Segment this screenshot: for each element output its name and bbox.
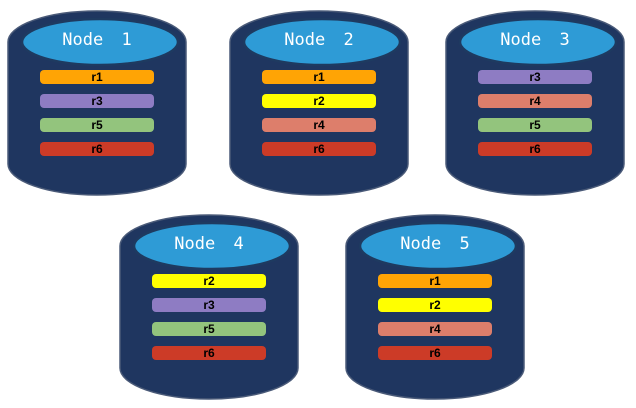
record-bar: r6 (478, 142, 592, 156)
node-5-records: r1 r2 r4 r6 (378, 274, 492, 370)
record-bar: r4 (262, 118, 376, 132)
node-2-title: Node 2 (284, 30, 354, 50)
record-bar: r6 (378, 346, 492, 360)
record-bar: r4 (478, 94, 592, 108)
record-bar: r2 (378, 298, 492, 312)
record-bar: r5 (152, 322, 266, 336)
record-bar: r3 (40, 94, 154, 108)
record-bar: r6 (262, 142, 376, 156)
node-2-records: r1 r2 r4 r6 (262, 70, 376, 166)
cylinder-top (20, 17, 180, 67)
db-node-4: Node 4 r2 r3 r5 r6 (118, 212, 300, 402)
record-bar: r3 (152, 298, 266, 312)
node-1-records: r1 r3 r5 r6 (40, 70, 154, 166)
cylinder-top (242, 17, 402, 67)
record-bar: r5 (40, 118, 154, 132)
node-1-title: Node 1 (62, 30, 132, 50)
node-4-title: Node 4 (174, 234, 244, 254)
record-bar: r6 (152, 346, 266, 360)
record-bar: r1 (262, 70, 376, 84)
record-bar: r4 (378, 322, 492, 336)
db-node-3: Node 3 r3 r4 r5 r6 (444, 8, 626, 198)
record-bar: r5 (478, 118, 592, 132)
record-bar: r2 (262, 94, 376, 108)
record-bar: r3 (478, 70, 592, 84)
node-3-records: r3 r4 r5 r6 (478, 70, 592, 166)
db-node-1: Node 1 r1 r3 r5 r6 (6, 8, 188, 198)
db-node-2: Node 2 r1 r2 r4 r6 (228, 8, 410, 198)
node-5-title: Node 5 (400, 234, 470, 254)
record-bar: r1 (378, 274, 492, 288)
record-bar: r1 (40, 70, 154, 84)
node-4-records: r2 r3 r5 r6 (152, 274, 266, 370)
db-node-5: Node 5 r1 r2 r4 r6 (344, 212, 526, 402)
cylinder-top (358, 221, 518, 271)
cylinder-top (458, 17, 618, 67)
cylinder-top (132, 221, 292, 271)
record-bar: r2 (152, 274, 266, 288)
record-bar: r6 (40, 142, 154, 156)
node-3-title: Node 3 (500, 30, 570, 50)
